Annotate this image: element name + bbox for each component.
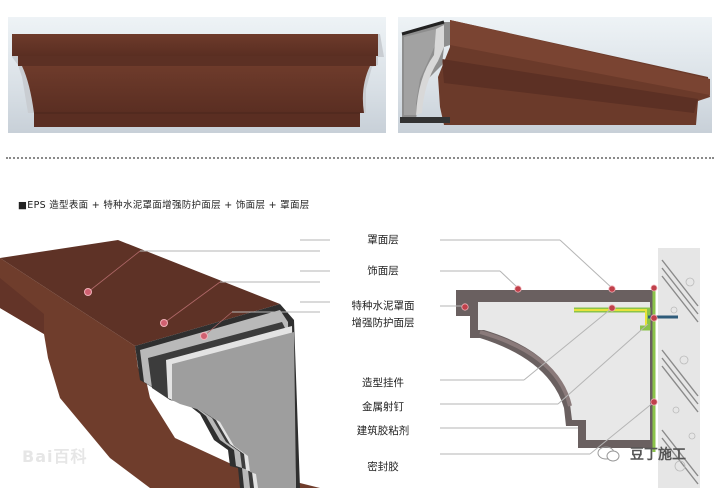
cutaway-illustration (0, 240, 320, 488)
label-leader-left (300, 239, 330, 303)
label-adhesive: 建筑胶粘剂 (356, 425, 410, 437)
marker-dot (84, 288, 92, 296)
cornice-section-shape (400, 20, 710, 125)
cornice-photo-front (8, 17, 386, 133)
cornice-photo-section (398, 17, 712, 133)
cornice-front-shape (12, 34, 384, 127)
label-cover-layer: 罩面层 (367, 234, 399, 246)
section-divider (6, 157, 714, 159)
label-metal-nail: 金属射钉 (362, 401, 404, 413)
cornice-cross-section (440, 220, 720, 488)
cross-section-drawing (440, 239, 700, 488)
diagram-caption: ■EPS 造型表面 + 特种水泥罩面增强防护面层 + 饰面层 + 罩面层 (18, 200, 310, 211)
label-finish-layer: 饰面层 (367, 265, 399, 277)
baidu-watermark: Bai百科 (22, 447, 88, 466)
account-watermark: 豆丁施工 (630, 447, 686, 463)
label-special-cement-1: 特种水泥罩面 (351, 300, 415, 312)
wechat-icon (597, 446, 620, 462)
cornice-3d-cutaway (0, 218, 320, 488)
label-special-cement-2: 增强防护面层 (351, 317, 415, 329)
label-hanger: 造型挂件 (362, 377, 404, 389)
label-sealant: 密封胶 (367, 461, 399, 473)
